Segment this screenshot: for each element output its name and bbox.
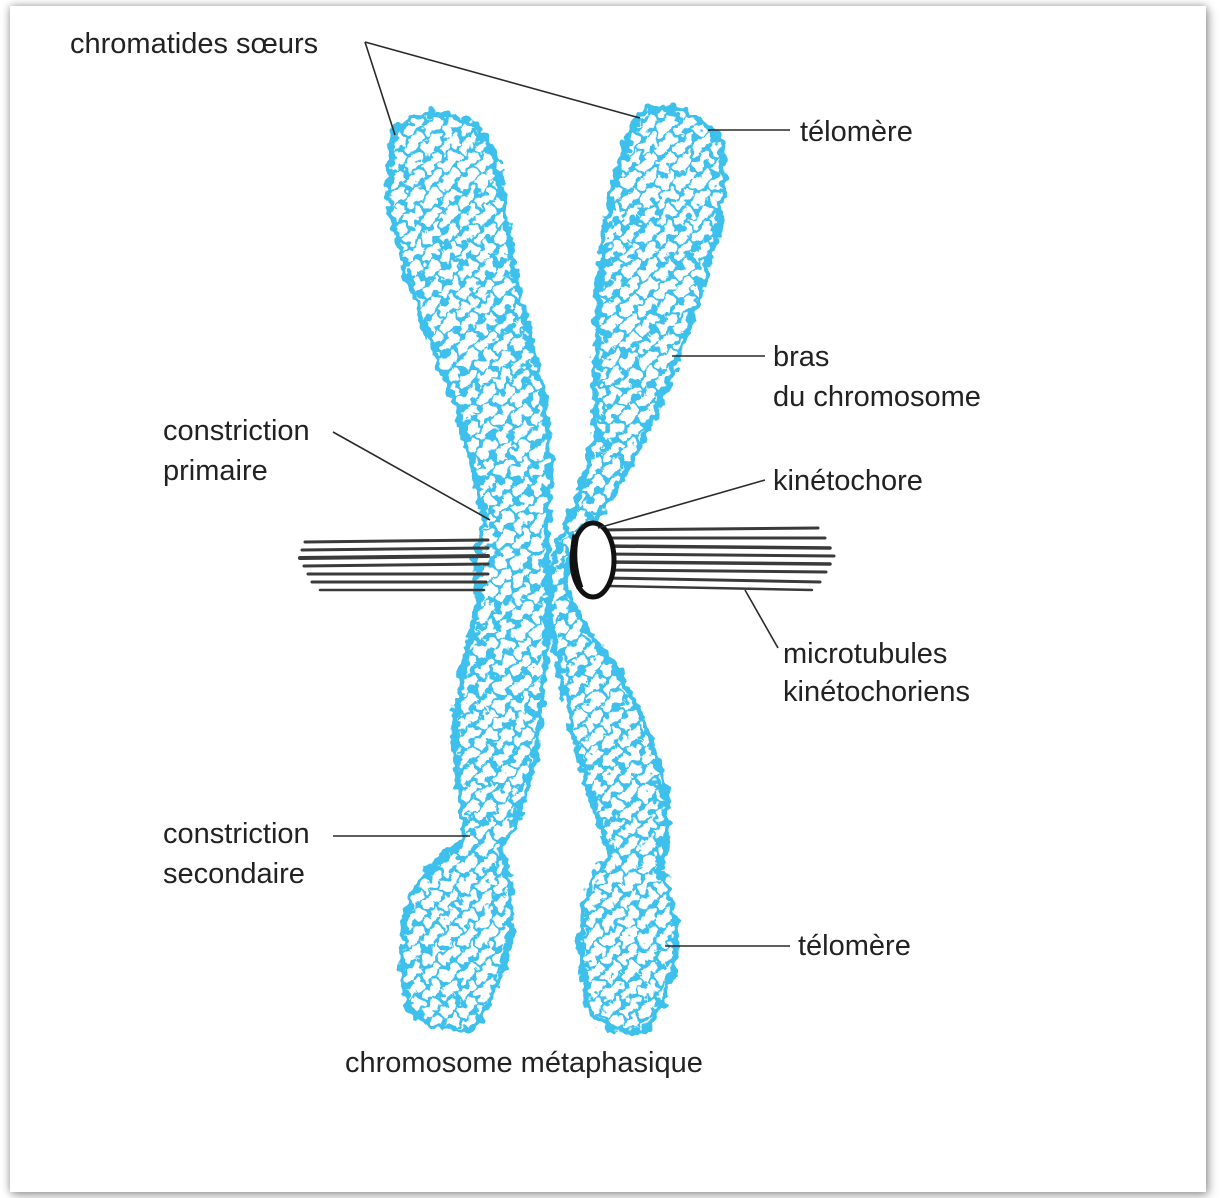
microtubules-right — [598, 528, 834, 590]
label-telomere-bottom: télomère — [798, 930, 911, 962]
label-microtubules-line2: kinétochoriens — [783, 676, 970, 708]
label-constriction-primaire-line1: constriction — [163, 415, 310, 447]
left-chromatid-body — [389, 114, 551, 1030]
label-bras-line1: bras — [773, 341, 829, 373]
kinetochore — [572, 523, 614, 597]
label-kinetochore: kinétochore — [773, 465, 923, 497]
label-telomere-top: télomère — [800, 116, 913, 148]
microtubules-left — [300, 540, 488, 590]
label-constriction-primaire-line2: primaire — [163, 455, 268, 487]
label-microtubules-line1: microtubules — [783, 638, 947, 670]
label-constriction-secondaire-line1: constriction — [163, 818, 310, 850]
label-constriction-secondaire-line2: secondaire — [163, 858, 305, 890]
caption-chromosome-metaphasique: chromosome métaphasique — [345, 1047, 703, 1079]
label-bras-line2: du chromosome — [773, 381, 981, 413]
label-chromatides-soeurs: chromatides sœurs — [70, 28, 318, 60]
left-chromatid — [389, 114, 551, 1030]
